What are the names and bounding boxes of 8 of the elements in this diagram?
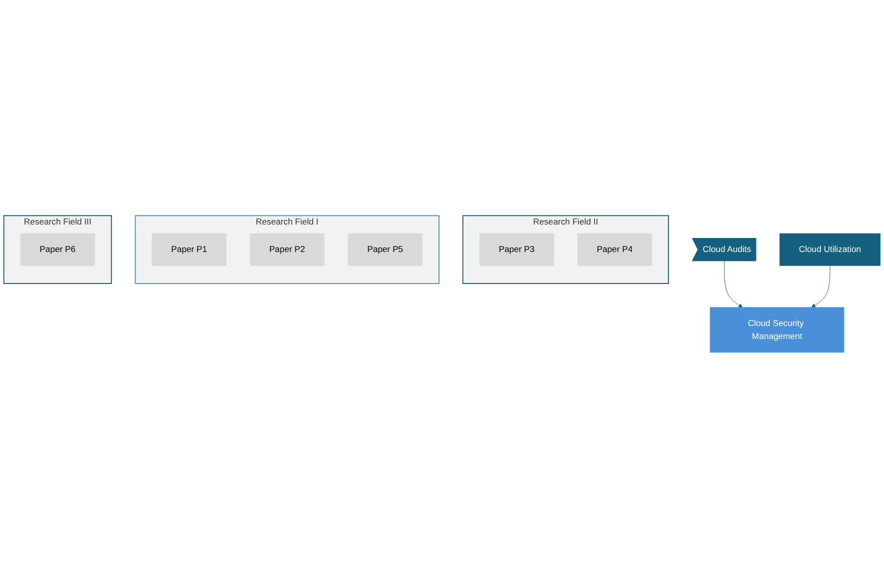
node-box: Paper P5 [348, 233, 422, 266]
node-box: Paper P1 [152, 233, 226, 266]
node-box: Cloud Utilization [780, 233, 880, 266]
node-box: Paper P4 [577, 233, 652, 266]
node-box: Paper P2 [250, 233, 324, 266]
node-box: Paper P3 [479, 233, 554, 266]
node-box: Cloud Security Management [710, 307, 844, 353]
node-box: Paper P6 [20, 233, 95, 266]
